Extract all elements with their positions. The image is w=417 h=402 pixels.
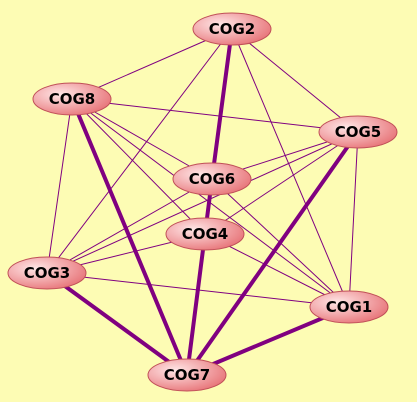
edge-cog6-cog1 <box>211 178 350 308</box>
edge-cog2-cog1 <box>231 28 350 308</box>
edge-cog5-cog4 <box>204 131 359 235</box>
edge-cog2-cog6 <box>210 27 234 181</box>
node-label: COG8 <box>49 90 96 108</box>
node-label: COG3 <box>24 264 71 282</box>
node-ellipse <box>172 162 252 196</box>
node-cog3[interactable]: COG3 <box>7 256 87 290</box>
node-cog1[interactable]: COG1 <box>309 290 389 324</box>
node-ellipse <box>7 256 87 290</box>
edge-cog5-cog1 <box>348 131 359 308</box>
edge-cog4-cog7 <box>185 232 207 377</box>
node-ellipse <box>309 290 389 324</box>
node-cog4[interactable]: COG4 <box>165 217 245 251</box>
edge-cog8-cog3 <box>46 98 73 274</box>
node-ellipse <box>32 82 112 116</box>
node-ellipse <box>147 358 227 392</box>
node-cog6[interactable]: COG6 <box>172 162 252 196</box>
node-ellipse <box>318 115 398 149</box>
node-cog7[interactable]: COG7 <box>147 358 227 392</box>
node-cog2[interactable]: COG2 <box>192 12 272 46</box>
node-ellipse <box>165 217 245 251</box>
node-label: COG2 <box>209 20 256 38</box>
edge-cog5-cog3 <box>46 131 359 274</box>
node-label: COG7 <box>164 366 211 384</box>
edge-cog3-cog7 <box>45 271 189 377</box>
edge-cog2-cog5 <box>231 28 359 133</box>
node-label: COG6 <box>189 170 236 188</box>
node-label: COG4 <box>182 225 229 243</box>
node-cog5[interactable]: COG5 <box>318 115 398 149</box>
edge-cog2-cog3 <box>46 28 233 274</box>
node-label: COG5 <box>335 123 382 141</box>
node-cog8[interactable]: COG8 <box>32 82 112 116</box>
edge-cog3-cog1 <box>46 272 350 308</box>
edge-cog8-cog5 <box>71 98 359 133</box>
edge-cog5-cog7 <box>185 130 360 377</box>
edge-cog6-cog3 <box>46 178 213 274</box>
edge-cog8-cog7 <box>70 97 189 377</box>
node-ellipse <box>192 12 272 46</box>
node-label: COG1 <box>326 298 373 316</box>
